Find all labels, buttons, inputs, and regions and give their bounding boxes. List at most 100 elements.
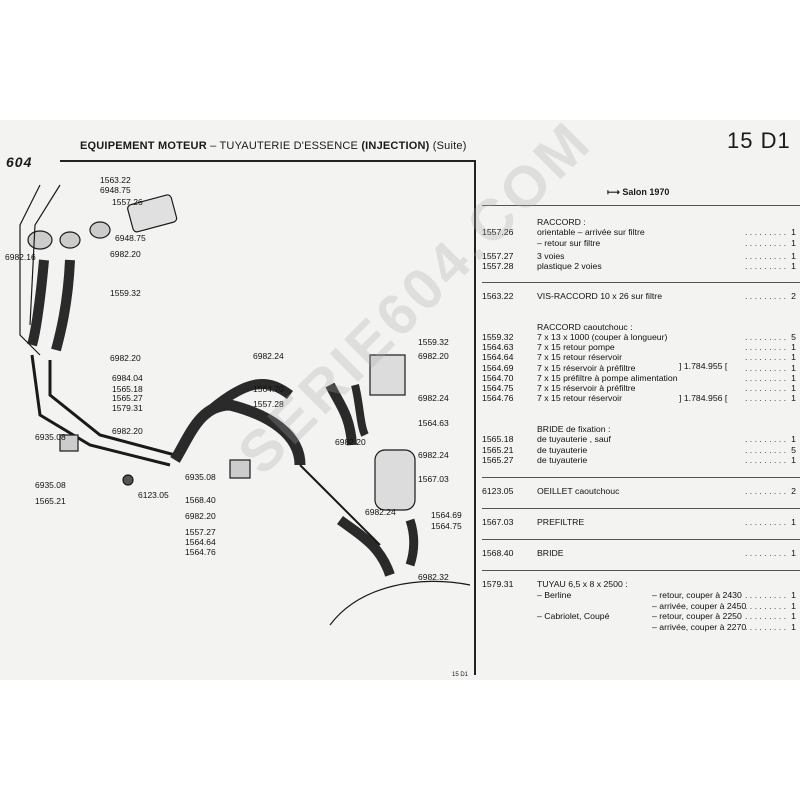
tank-outline [329,580,471,626]
part-ref: 1579.31 [482,579,514,589]
section-divider [482,477,800,478]
diagram-label: 6935.08 [185,472,216,482]
part-ref: 1557.28 [482,261,514,271]
diagram-label: 6935.08 [35,480,66,490]
outline-b [29,184,61,326]
part-qty: 1 [791,455,796,465]
column-divider [474,160,476,675]
diagram-label: 6948.75 [100,185,131,195]
bracket-icon: [ [724,361,728,371]
diagram-label: 1557.26 [112,197,143,207]
fitting-2 [59,231,81,249]
diagram-label: 1559.32 [110,288,141,298]
diagram-label: 1557.28 [253,399,284,409]
leader-dots: . . . . . . . . . [744,548,786,558]
part-qty: 1 [791,383,796,393]
diagram-label: 6982.24 [253,351,284,361]
part-ref: 1565.27 [482,455,514,465]
fitting-1 [27,230,53,250]
diagram-label: 6948.75 [115,233,146,243]
bracket-icon: ] [679,393,682,403]
diagram-label: 6982.20 [185,511,216,521]
part-qty: 1 [791,393,796,403]
leader-dots: . . . . . . . . . [744,352,786,362]
part-desc: BRIDE de fixation : [537,424,611,434]
hose-right-1 [325,382,357,446]
part-desc: 7 x 15 retour réservoir [537,352,622,362]
part-ref: 1567.03 [482,517,514,527]
part-ref: 1564.64 [482,352,514,362]
leader-dots: . . . . . . . . . [744,434,786,444]
part-qty: 1 [791,622,796,632]
grommet [122,474,134,486]
part-desc: 7 x 15 retour réservoir [537,393,622,403]
part-desc: 7 x 13 x 1000 (couper à longueur) [537,332,668,342]
part-desc: PREFILTRE [537,517,585,527]
leader-dots: . . . . . . . . . [744,445,786,455]
part-qty: 2 [791,291,796,301]
leader-dots: . . . . . . . . . [744,373,786,383]
part-ref: 1557.27 [482,251,514,261]
bracket-icon: ] [679,361,682,371]
part-qty: 1 [791,261,796,271]
range-a-bracket: ] 1.784.955 [ [679,361,727,371]
part-sub-desc: – retour, couper à 2250 [652,611,742,621]
salon-label: Salon 1970 [622,187,670,197]
part-sub-desc: – arrivée, couper à 2270 [652,622,747,632]
salon-note: ⟼ Salon 1970 [607,187,669,198]
part-desc: RACCORD caoutchouc : [537,322,633,332]
diagram-drawing [19,184,471,626]
hose-left-2 [51,259,75,352]
leader-dots: . . . . . . . . . [744,363,786,373]
diagram-label: 1564.76 [185,547,216,557]
hose-lower-1 [337,515,395,577]
diagram-label: 1564.64 [185,537,216,547]
diagram-label: 1564.70 [253,384,284,394]
tube-main-1 [30,354,171,467]
bracket-1 [229,459,251,479]
title-subtitle: TUYAUTERIE D'ESSENCE [219,140,359,152]
model-logo: 604 [6,154,33,170]
hose-right-2 [351,384,369,437]
title-suffix: (Suite) [432,140,467,152]
leader-dots: . . . . . . . . . [744,342,786,352]
part-qty: 1 [791,548,796,558]
section-divider [482,508,800,509]
leader-dots: . . . . . . . . . [744,291,786,301]
diagram-label: 6982.20 [112,426,143,436]
part-desc: de tuyauterie [537,445,588,455]
part-qty: 1 [791,601,796,611]
part-sub-desc: – arrivée, couper à 2450 [652,601,747,611]
part-qty: 5 [791,332,796,342]
part-desc: de tuyauterie [537,455,588,465]
leader-dots: . . . . . . . . . [744,238,786,248]
part-qty: 1 [791,611,796,621]
diagram-label: 6935.08 [35,432,66,442]
part-qty: 1 [791,590,796,600]
part-desc: 7 x 15 retour pompe [537,342,615,352]
part-desc: VIS-RACCORD 10 x 26 sur filtre [537,291,663,301]
part-desc: orientable – arrivée sur filtre [537,227,645,237]
part-qty: 1 [791,517,796,527]
part-ref: 1568.40 [482,548,514,558]
part-qty: 1 [791,251,796,261]
diagram-label: 6123.05 [138,490,169,500]
diagram-label: 1564.75 [431,521,462,531]
part-ref: 1564.76 [482,393,514,403]
page-title: EQUIPEMENT MOTEUR – TUYAUTERIE D'ESSENCE… [80,140,467,152]
arrow-icon: ⟼ [607,187,623,197]
diagram-label: 1565.21 [35,496,66,506]
part-qty: 2 [791,486,796,496]
title-injection: (INJECTION) [361,140,430,152]
section-divider [482,282,800,283]
diagram-label: 6982.20 [110,353,141,363]
part-qty: 1 [791,342,796,352]
leader-dots: . . . . . . . . . [744,383,786,393]
part-desc: 7 x 15 réservoir à préfiltre [537,383,636,393]
range-b-value: 1.784.956 [683,393,723,403]
tube-main-2 [48,360,176,457]
leader-dots: . . . . . . . . . [744,332,786,342]
leader-dots: . . . . . . . . . [744,590,786,600]
diagram-label: 6982.24 [418,393,449,403]
